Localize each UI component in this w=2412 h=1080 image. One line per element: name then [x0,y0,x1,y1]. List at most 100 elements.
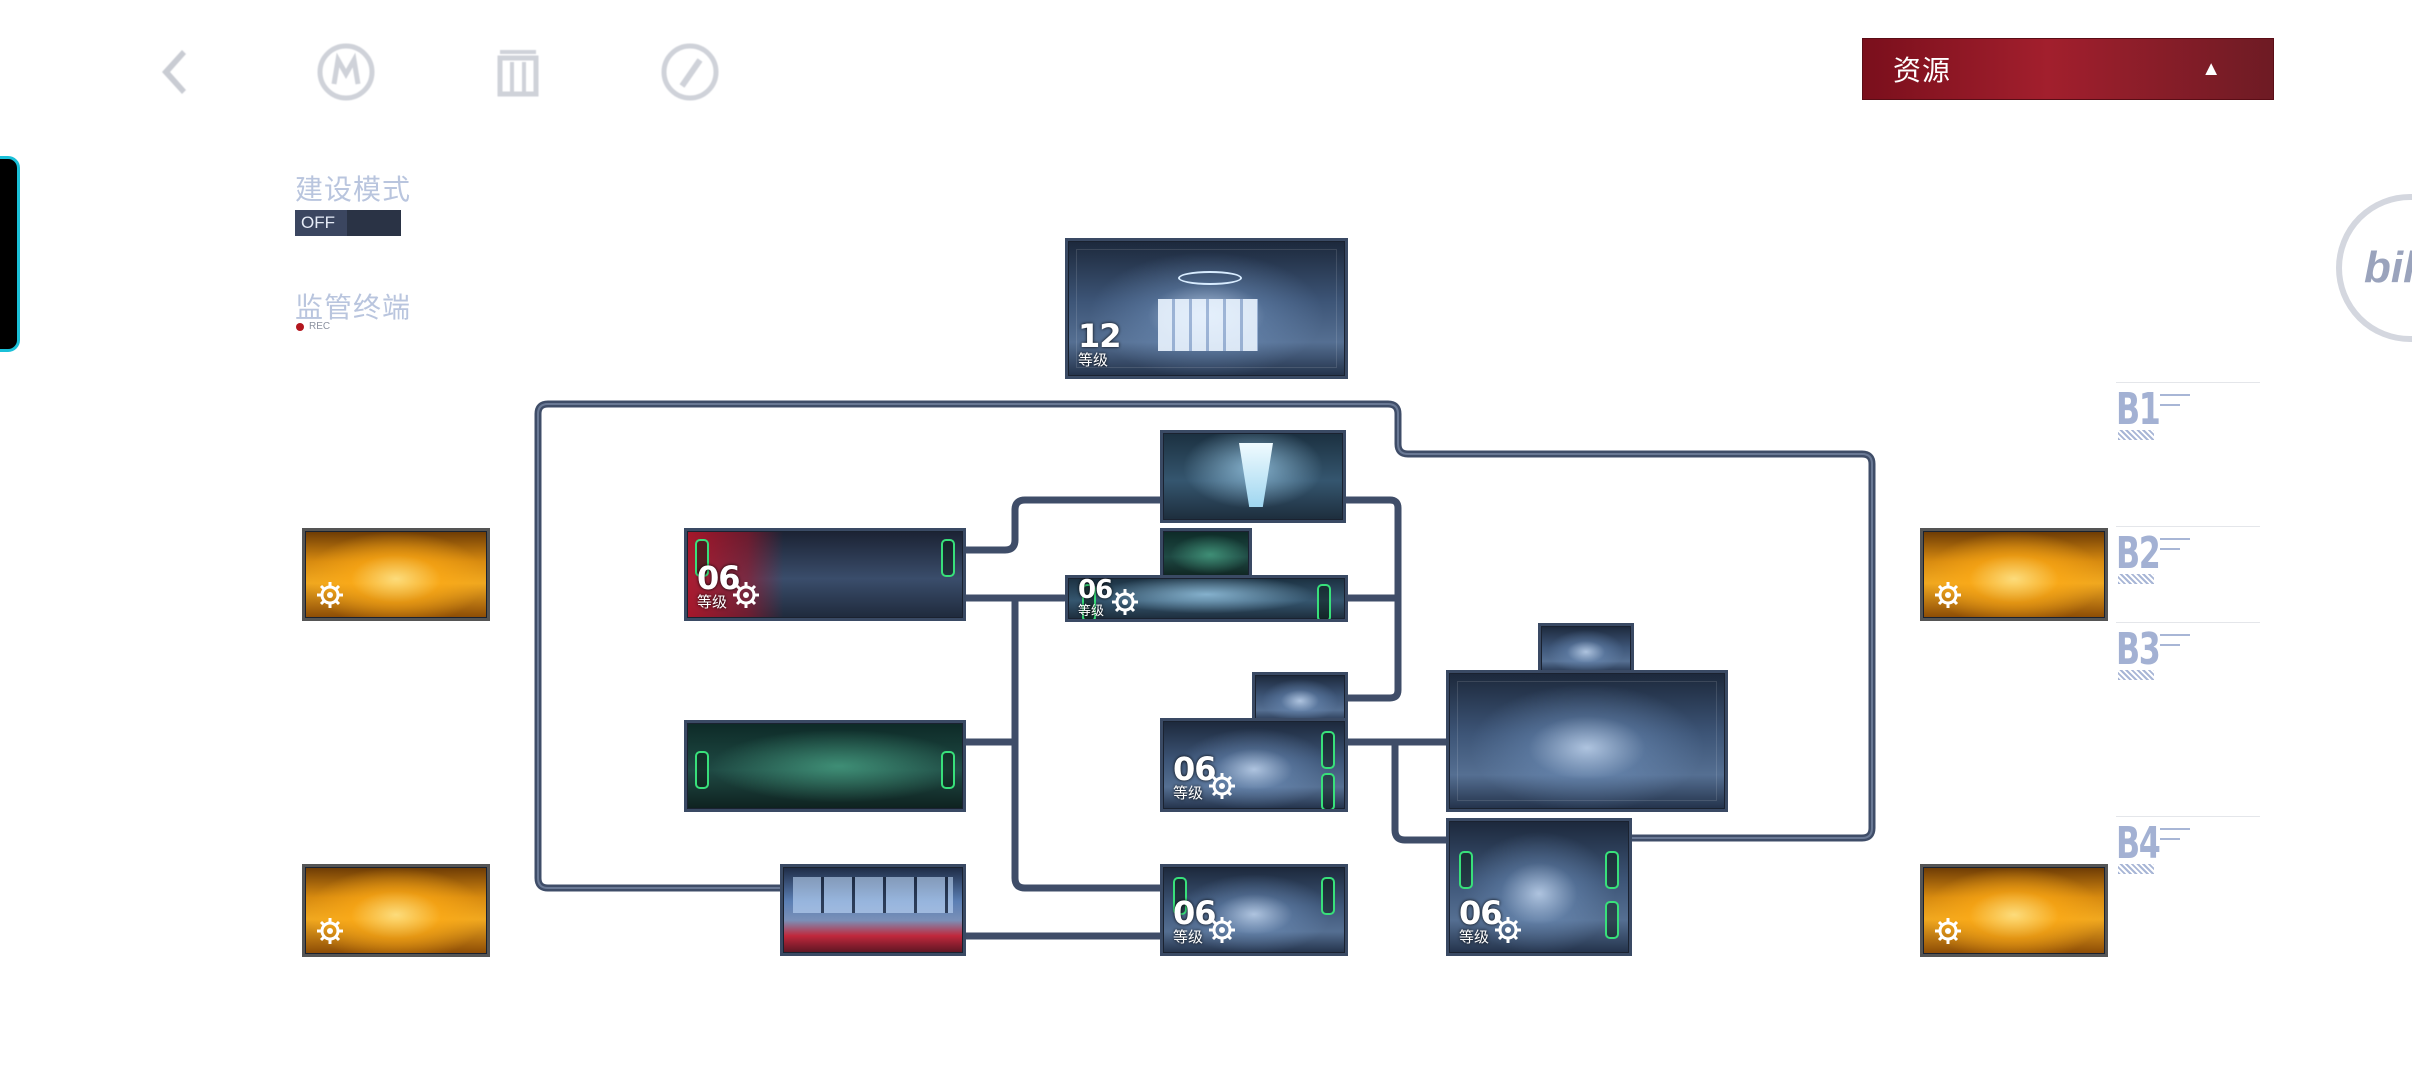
floor-detail-line [2160,538,2190,540]
level-badge: 06 等级 [1078,575,1113,618]
floor-code: B2 [2116,528,2161,579]
gear-icon[interactable] [1493,915,1523,945]
level-number: 06 [1078,575,1113,605]
build-mode-toggle-label: OFF [295,210,347,236]
room-fountain[interactable] [1160,430,1346,523]
level-number: 06 [697,559,741,597]
floor-hatch [2118,574,2154,584]
side-drawer-tab[interactable] [0,156,20,352]
caret-up-icon: ▲ [2201,57,2221,80]
level-badge: 06 等级 [1459,894,1503,946]
gear-icon[interactable] [1207,915,1237,945]
level-badge: 06 等级 [1173,750,1217,802]
floor-detail-line [2160,838,2180,840]
floor-detail-line [2160,394,2190,396]
capsule-pod [1321,877,1335,915]
floor-divider [2116,526,2260,527]
rec-indicator: REC [296,321,330,332]
emblem-m-icon[interactable] [310,36,382,108]
level-number: 06 [1173,750,1217,788]
build-mode-title: 建设模式 [295,174,412,205]
resource-dropdown[interactable]: 资源 ▲ [1862,38,2274,100]
water-column [1239,443,1273,507]
capsule-pod [695,751,709,789]
capsule-pod [1605,901,1619,939]
building-icon[interactable] [482,36,554,108]
level-label: 等级 [1078,603,1105,618]
level-label: 等级 [1078,352,1109,369]
floor-code: B3 [2116,624,2161,675]
room-tank[interactable]: 06 等级 [1446,818,1632,956]
gear-icon[interactable] [1207,771,1237,801]
room-lounge[interactable] [780,864,966,956]
floor-divider [2116,622,2260,623]
floor-label-b4[interactable]: B4 [2116,816,2260,874]
window-panel [793,877,953,913]
room-storage-right-lower[interactable] [1920,864,2108,957]
room-pod[interactable]: 06 等级 [1160,718,1348,812]
floor-divider [2116,382,2260,383]
monitor-terminal-title[interactable]: 监管终端 [295,292,412,323]
capsule-pod [1605,851,1619,889]
level-number: 06 [1173,894,1217,932]
rec-dot-icon [296,322,304,331]
floor-detail-line [2160,548,2180,550]
gear-icon[interactable] [315,580,345,610]
room-hall[interactable] [1446,670,1728,812]
bilibili-logo-text: bili [2364,243,2412,292]
level-number: 06 [1459,894,1503,932]
capsule-pod [941,751,955,789]
floor-label-b3[interactable]: B3 [2116,622,2260,680]
floor-detail-line [2160,634,2190,636]
capsule-pod [1317,584,1331,619]
floor-detail-line [2160,828,2190,830]
room-reactor[interactable]: 06 等级 [1065,575,1348,622]
room-storage-left-upper[interactable] [302,528,490,621]
room-pod-top[interactable] [1252,672,1348,722]
floor-label-b1[interactable]: B1 [2116,382,2260,440]
room-storage-right-upper[interactable] [1920,528,2108,621]
gear-icon[interactable] [1933,916,1963,946]
room-green-lab[interactable] [684,720,966,812]
floor-hatch [2118,670,2154,680]
floor-hatch [2118,864,2154,874]
floor-detail-line [2160,404,2180,406]
room-command-center[interactable]: 12 等级 [1065,238,1348,379]
globe-icon[interactable] [654,36,726,108]
gear-icon[interactable] [1110,587,1140,617]
capsule-pod [695,539,709,577]
gear-icon[interactable] [315,916,345,946]
gear-icon[interactable] [731,580,761,610]
level-label: 等级 [1173,929,1204,946]
capsule-pod [1321,773,1335,809]
rec-label: REC [309,321,331,332]
floor-divider [2116,816,2260,817]
floor-hatch [2118,430,2154,440]
build-mode-toggle[interactable]: OFF [295,210,401,236]
floor-code: B4 [2116,818,2161,869]
capsule-pod [941,539,955,577]
room-storage-left-lower[interactable] [302,864,490,957]
floor-label-b2[interactable]: B2 [2116,526,2260,584]
room-frame [1457,681,1717,801]
monitor-wall [1158,299,1258,351]
room-red-lab[interactable]: 06 等级 [684,528,966,621]
back-arrow-icon[interactable] [138,36,210,108]
floor-code: B1 [2116,384,2161,435]
room-reactor-top[interactable] [1160,528,1252,578]
capsule-pod [1082,584,1096,619]
level-badge: 06 等级 [697,559,741,610]
level-label: 等级 [1459,929,1490,946]
level-badge: 06 等级 [1173,894,1217,946]
level-number: 12 [1078,317,1122,355]
room-frame [1076,249,1337,368]
room-medical[interactable]: 06 等级 [1160,864,1348,956]
gear-icon[interactable] [1933,580,1963,610]
capsule-pod [1321,731,1335,769]
floor-detail-line [2160,644,2180,646]
capsule-pod [1173,877,1187,915]
room-hall-top[interactable] [1538,623,1634,673]
level-label: 等级 [1173,785,1204,802]
